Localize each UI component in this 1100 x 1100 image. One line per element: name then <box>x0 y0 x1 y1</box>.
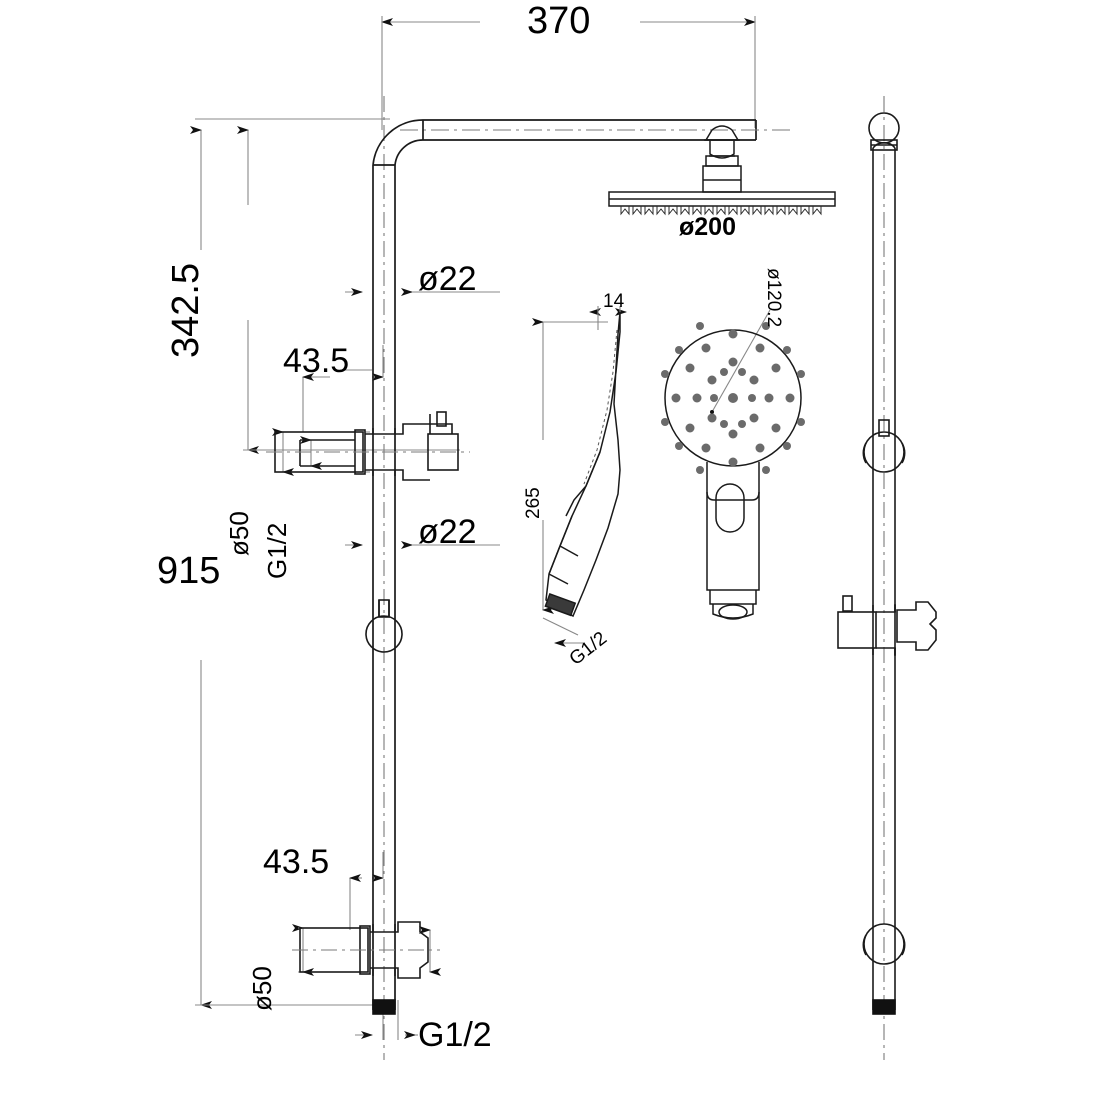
dim-label-g12-upper: G1/2 <box>262 522 292 579</box>
dim-label-14: 14 <box>603 291 625 312</box>
dim-label-43-5-upper: 43.5 <box>283 342 350 380</box>
hand-shower-front-view <box>664 329 802 620</box>
upper-diverter-valve <box>266 411 470 481</box>
dim-label-d50-lower: ø50 <box>247 966 277 1011</box>
hand-shower-nozzle-holes <box>661 322 805 474</box>
dim-label-d120-2: ø120.2 <box>763 268 784 328</box>
hand-shower-side-view <box>544 311 621 618</box>
rain-head-nozzles <box>620 206 822 216</box>
dim-label-d200: ø200 <box>679 213 736 241</box>
dim-label-265: 265 <box>523 487 544 519</box>
riser-mid-slider-ring <box>365 599 403 653</box>
riser-bottom-thread <box>372 999 396 1015</box>
dim-label-g12-bottom: G1/2 <box>418 1016 492 1054</box>
dim-label-370: 370 <box>527 0 591 42</box>
dim-label-d22-upper: ø22 <box>418 260 477 298</box>
dim-label-d22-lower: ø22 <box>418 513 477 551</box>
slide-rail-view <box>837 96 937 1060</box>
rain-shower-head <box>608 125 836 207</box>
main-riser-assembly <box>372 96 790 1060</box>
dim-label-43-5-lower: 43.5 <box>263 843 330 881</box>
lower-inlet-valve <box>292 921 440 979</box>
dim-label-d50-upper: ø50 <box>224 511 254 556</box>
dim-label-342-5: 342.5 <box>165 262 207 358</box>
dim-label-915: 915 <box>157 550 221 592</box>
